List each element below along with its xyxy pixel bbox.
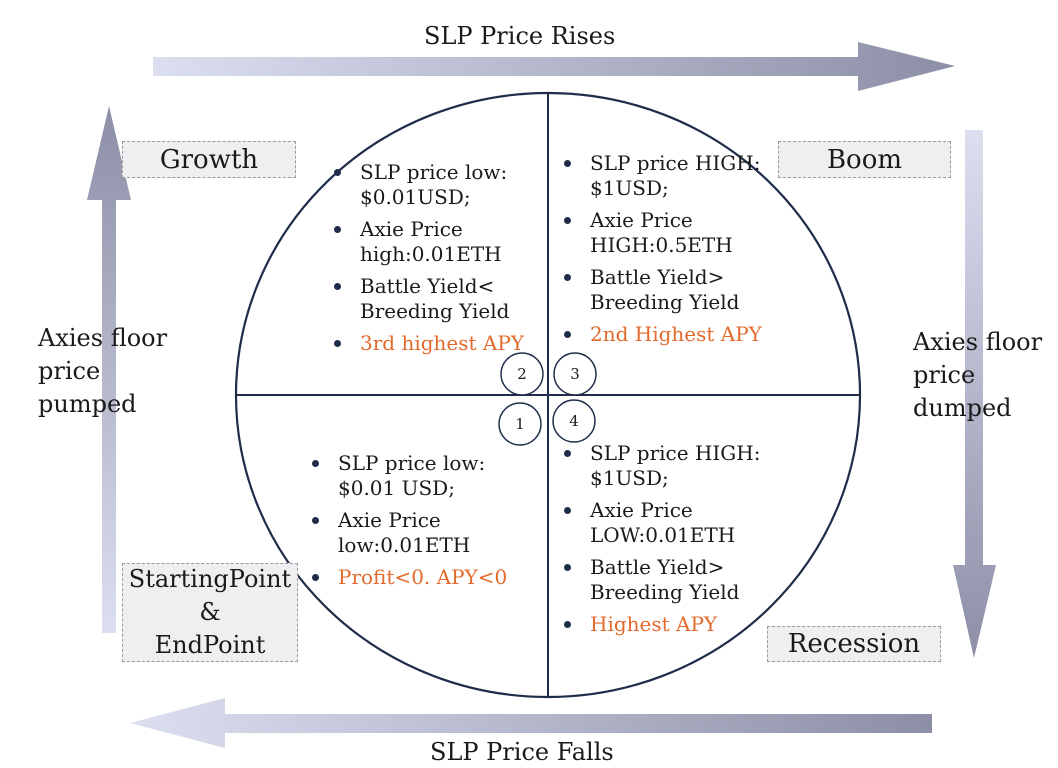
quadrant-1-list: SLP price low: $0.01 USD; Axie Price low…	[308, 451, 507, 597]
quadrant-2-list: SLP price low: $0.01USD; Axie Price high…	[330, 160, 524, 363]
quadrant-4-list: SLP price HIGH: $1USD; Axie Price LOW:0.…	[560, 441, 760, 644]
top-arrow-label: SLP Price Rises	[424, 22, 616, 50]
right-arrow	[953, 130, 996, 658]
quadrant-1-item: SLP price low: $0.01 USD;	[308, 451, 507, 501]
quadrant-1-apy: Profit<0. APY<0	[308, 565, 507, 590]
quadrant-1-item: Axie Price low:0.01ETH	[308, 508, 507, 558]
left-arrow-label: Axies floor price pumped	[38, 324, 168, 418]
quadrant-marker-3	[553, 352, 597, 396]
quadrant-4-item: SLP price HIGH: $1USD;	[560, 441, 760, 491]
quadrant-3-list: SLP price HIGH: $1USD; Axie Price HIGH:0…	[560, 151, 762, 354]
phase-growth: Growth	[122, 141, 296, 178]
phase-recession: Recession	[767, 626, 941, 662]
quadrant-4-item: Axie Price LOW:0.01ETH	[560, 498, 760, 548]
quadrant-2-item: Battle Yield< Breeding Yield	[330, 274, 524, 324]
bottom-arrow	[130, 698, 932, 748]
quadrant-4-item: Battle Yield> Breeding Yield	[560, 555, 760, 605]
bottom-arrow-label: SLP Price Falls	[430, 738, 614, 766]
quadrant-2-item: Axie Price high:0.01ETH	[330, 217, 524, 267]
left-arrow	[87, 106, 131, 633]
quadrant-3-item: Battle Yield> Breeding Yield	[560, 265, 762, 315]
quadrant-marker-4	[552, 399, 596, 443]
quadrant-3-apy: 2nd Highest APY	[560, 322, 762, 347]
right-arrow-label: Axies floor price dumped	[913, 328, 1043, 422]
quadrant-3-item: SLP price HIGH: $1USD;	[560, 151, 762, 201]
top-arrow	[153, 42, 955, 91]
quadrant-3-item: Axie Price HIGH:0.5ETH	[560, 208, 762, 258]
quadrant-number-4: 4	[569, 412, 579, 430]
quadrant-4-apy: Highest APY	[560, 612, 760, 637]
quadrant-number-1: 1	[515, 415, 525, 433]
quadrant-2-apy: 3rd highest APY	[330, 331, 524, 356]
quadrant-number-2: 2	[517, 365, 527, 383]
phase-starting-point: StartingPoint & EndPoint	[122, 563, 298, 662]
quadrant-2-item: SLP price low: $0.01USD;	[330, 160, 524, 210]
quadrant-marker-1	[498, 402, 542, 446]
phase-boom: Boom	[778, 141, 951, 178]
quadrant-number-3: 3	[570, 365, 580, 383]
quadrant-marker-2	[500, 352, 544, 396]
